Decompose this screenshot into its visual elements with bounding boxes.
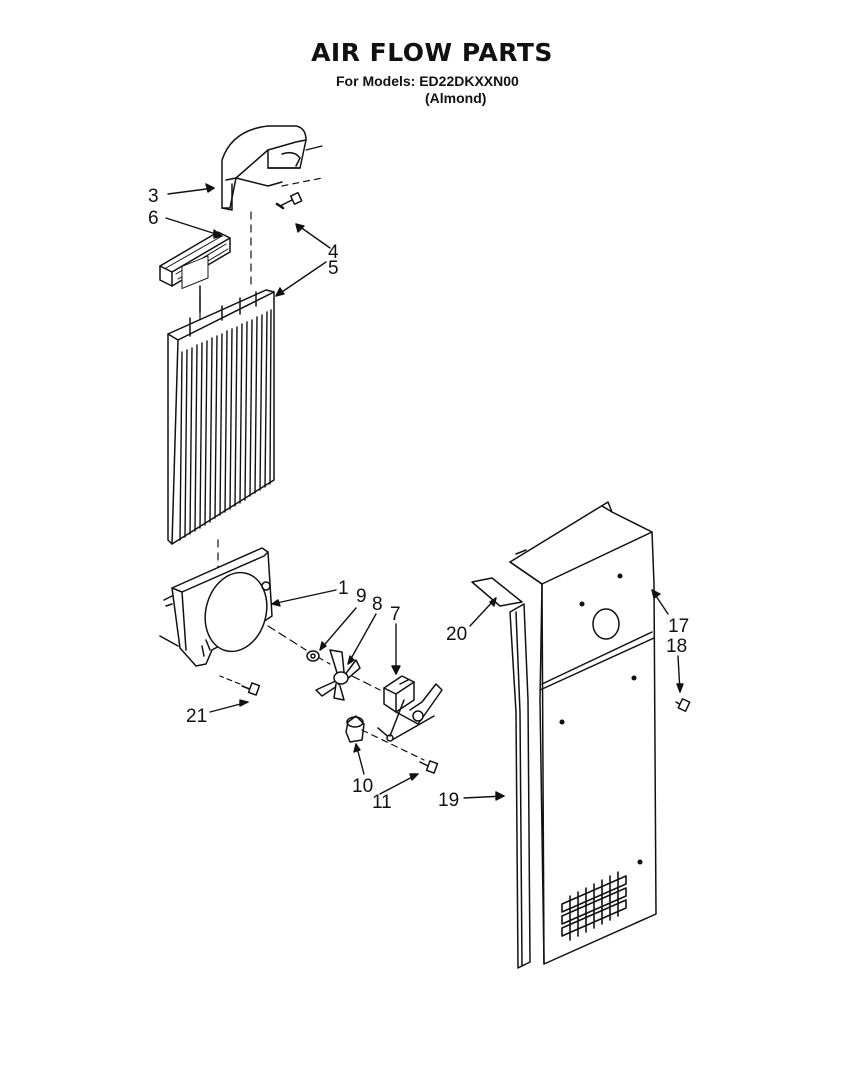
callout-labels: 3 6 4 5 1 9 8 7 21 10 11 20 19 17 18 — [148, 186, 689, 813]
models-line: For Models: ED22DKXXN00 — [336, 73, 519, 89]
part-20-seal — [471, 577, 523, 607]
part-4-screw — [275, 191, 303, 210]
callout-9: 9 — [356, 586, 367, 607]
part-21-screw — [219, 675, 261, 696]
callout-3: 3 — [148, 186, 159, 207]
callout-10: 10 — [352, 776, 373, 797]
part-10-grommet — [345, 715, 365, 743]
diagram-title: AIR FLOW PARTS — [311, 38, 553, 67]
callout-18: 18 — [666, 636, 687, 657]
color-line: (Almond) — [425, 90, 487, 106]
part-19-channel — [509, 603, 531, 969]
callout-6: 6 — [148, 208, 159, 229]
callout-4: 4 — [328, 242, 339, 263]
callout-20: 20 — [446, 624, 467, 645]
callout-19: 19 — [438, 790, 459, 811]
part-8-fan-blade — [315, 649, 361, 701]
callout-17: 17 — [668, 616, 689, 637]
callout-11: 11 — [372, 792, 392, 813]
part-3-duct-cover — [221, 125, 323, 211]
part-5-evaporator-coil — [167, 255, 275, 545]
part-18-screw — [675, 698, 691, 712]
leader-lines — [165, 183, 684, 801]
part-1-fan-shroud — [159, 547, 273, 667]
part-7-fan-motor — [377, 675, 443, 742]
part-11-screw — [419, 760, 439, 774]
callout-1: 1 — [338, 578, 349, 599]
callout-8: 8 — [372, 594, 383, 615]
callout-21: 21 — [186, 706, 207, 727]
dashed-line-11 — [361, 729, 425, 761]
callout-7: 7 — [390, 604, 401, 625]
part-9-nut — [306, 650, 320, 662]
part-17-duct-panel — [509, 501, 657, 965]
callout-5: 5 — [328, 258, 339, 279]
